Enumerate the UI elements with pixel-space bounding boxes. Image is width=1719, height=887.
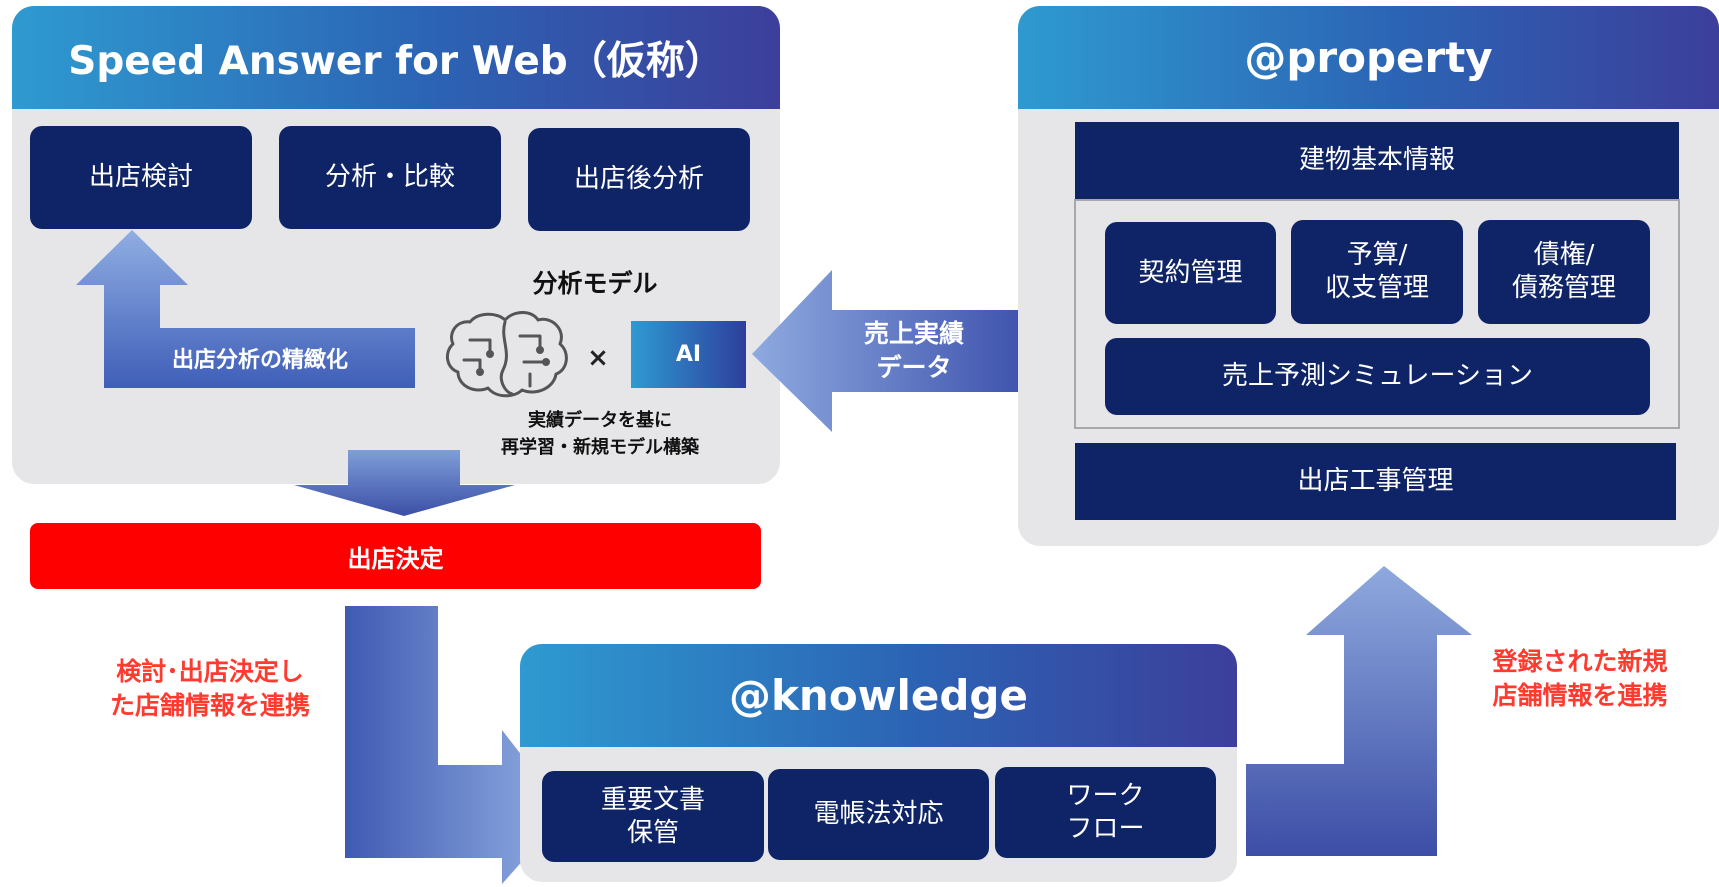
box-label: ワーク フロー xyxy=(1066,780,1145,844)
speed-answer-header: Speed Answer for Web（仮称） xyxy=(12,6,780,109)
box-workflow: ワーク フロー xyxy=(995,767,1216,858)
sales-forecast-bar: 売上予測シミュレーション xyxy=(1105,338,1650,415)
building-info-label: 建物基本情報 xyxy=(1298,145,1455,175)
box-receivables-management: 債権/ 債務管理 xyxy=(1478,220,1650,324)
building-info-bar: 建物基本情報 xyxy=(1075,122,1679,199)
box-store-consideration: 出店検討 xyxy=(30,126,252,229)
times-symbol: × xyxy=(587,343,609,373)
knowledge-title: @knowledge xyxy=(729,671,1028,720)
box-label: 債権/ 債務管理 xyxy=(1511,240,1616,303)
store-decision-bar: 出店決定 xyxy=(30,523,761,589)
speed-answer-title: Speed Answer for Web（仮称） xyxy=(68,38,724,84)
sales-forecast-label: 売上予測シミュレーション xyxy=(1222,361,1533,391)
box-electronic-books: 電帳法対応 xyxy=(768,769,989,860)
box-contract-management: 契約管理 xyxy=(1105,222,1276,324)
model-caption: 実績データを基に 再学習・新規モデル構築 xyxy=(501,410,699,458)
property-header: @property xyxy=(1018,6,1719,109)
box-label: 重要文書 保管 xyxy=(600,784,705,848)
right-link-label: 登録された新規 店舗情報を連携 xyxy=(1492,647,1668,710)
box-label: 電帳法対応 xyxy=(813,799,944,829)
box-post-opening-analysis: 出店後分析 xyxy=(528,128,750,231)
box-label: 契約管理 xyxy=(1138,257,1243,288)
sales-data-label: 売上実績 データ xyxy=(863,319,964,382)
property-title: @property xyxy=(1244,33,1493,82)
box-label: 出店検討 xyxy=(88,162,193,192)
knowledge-header: @knowledge xyxy=(520,644,1237,747)
model-title: 分析モデル xyxy=(532,269,658,298)
box-analysis-comparison: 分析・比較 xyxy=(279,126,501,229)
construction-label: 出店工事管理 xyxy=(1297,466,1454,496)
box-document-storage: 重要文書 保管 xyxy=(542,771,764,862)
left-link-label: 検討･出店決定し た店舗情報を連携 xyxy=(109,657,310,720)
ai-label: AI xyxy=(675,342,702,367)
construction-management-bar: 出店工事管理 xyxy=(1075,443,1676,520)
box-budget-management: 予算/ 収支管理 xyxy=(1291,220,1463,324)
store-decision-label: 出店決定 xyxy=(347,544,444,573)
management-group-frame xyxy=(1074,199,1680,429)
box-label: 分析・比較 xyxy=(324,162,455,192)
box-label: 出店後分析 xyxy=(573,164,704,194)
refinement-label: 出店分析の精緻化 xyxy=(171,348,348,373)
box-label: 予算/ 収支管理 xyxy=(1324,240,1429,303)
